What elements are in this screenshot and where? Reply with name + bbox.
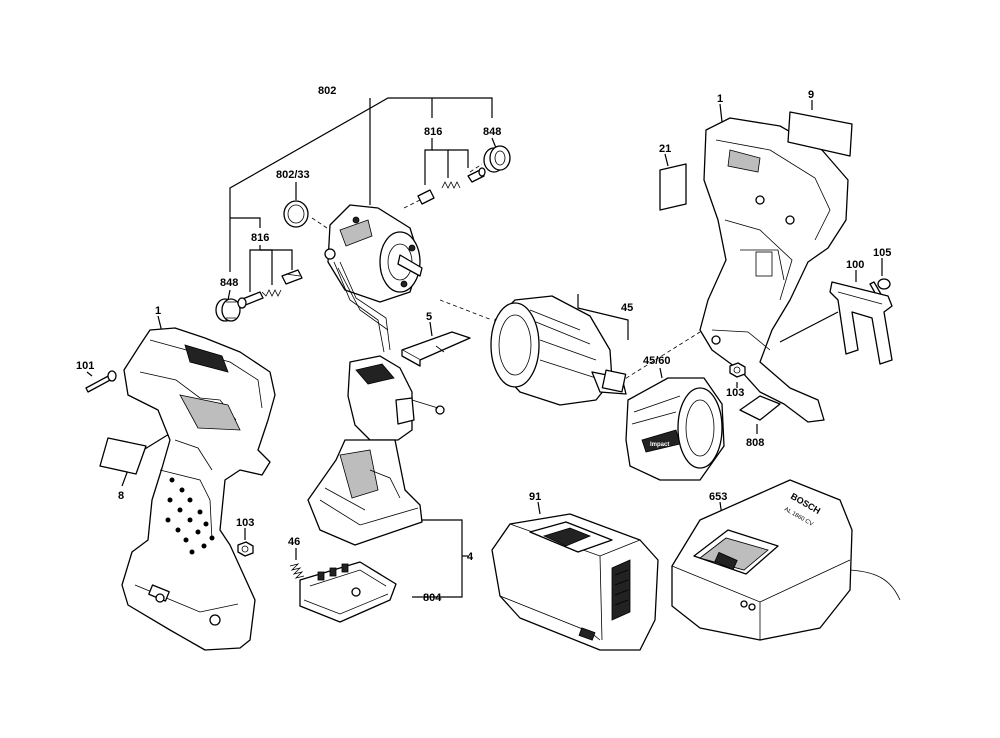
callout-1-right: 1 [717,93,723,105]
belt-clip-100-part [829,281,893,365]
screw-101-part [85,370,117,393]
callout-8: 8 [118,490,124,502]
callout-105: 105 [873,247,891,259]
o-ring-802-33-part [283,200,309,228]
callout-21: 21 [659,143,671,155]
housing-right-part [699,117,849,423]
callout-100: 100 [846,259,864,271]
cover-plate-5-part [401,331,471,367]
callout-91: 91 [529,491,541,503]
label-9-part [787,111,853,157]
callout-802-33: 802/33 [276,169,310,181]
callout-4: 4 [467,551,474,563]
callout-808: 808 [746,437,764,449]
bearing-848-left-part [215,298,241,322]
callout-848-top: 848 [483,126,501,138]
contact-plate-804-part [299,561,397,623]
callout-848-left: 848 [220,277,238,289]
brush-set-816-top-part [417,167,486,205]
callout-103-left: 103 [236,517,254,529]
callout-45-60: 45/60 [643,355,671,367]
callout-653: 653 [709,491,727,503]
callout-labels: 802 816 848 802/33 816 848 1 101 8 103 5… [76,85,891,604]
callout-816-left: 816 [251,232,269,244]
gear-housing-45-part [490,295,627,406]
callout-816-top: 816 [424,126,442,138]
nut-103-left-part [237,541,254,557]
motor-802-part [324,204,423,353]
callout-5: 5 [426,311,432,323]
label-plate-8-part [99,437,147,475]
switch-assembly-4-part [307,355,445,546]
label-808-part [739,395,781,421]
gearbox-print-text: Impact [650,442,669,448]
callout-9: 9 [808,89,814,101]
callout-103-right: 103 [726,387,744,399]
callout-45: 45 [621,302,633,314]
nut-103-right-part [729,362,746,378]
callout-46: 46 [288,536,300,548]
callout-802: 802 [318,85,336,97]
callout-101: 101 [76,360,94,372]
battery-91-part [491,513,659,651]
label-21-part [659,163,687,211]
charger-653-part: BOSCH AL 1860 CV [671,479,901,641]
sleeve-45-60-part: Impact [625,377,725,481]
brush-set-816-left-part [237,269,303,309]
spring-46-part [289,563,305,579]
callout-804: 804 [423,592,442,604]
housing-left-part [121,327,276,651]
bearing-848-top-part [483,145,511,173]
callout-1-left: 1 [155,305,161,317]
